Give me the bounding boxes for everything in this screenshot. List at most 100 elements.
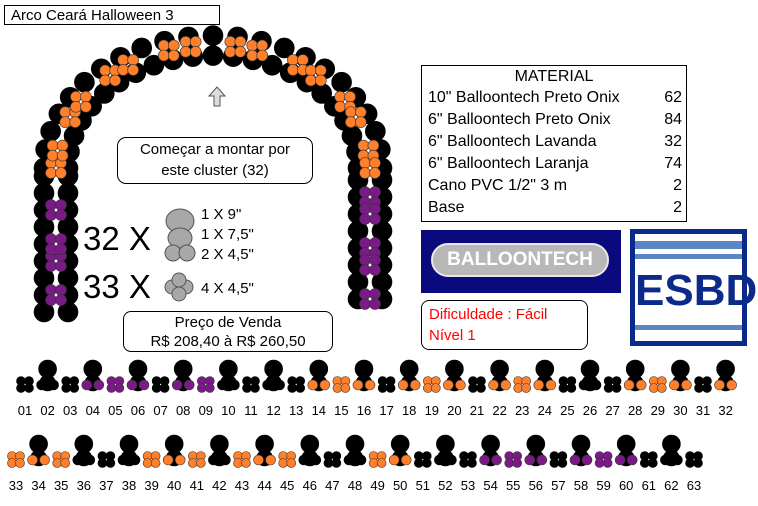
sequence-balloon (183, 379, 195, 391)
accent-balloon (369, 167, 381, 179)
sequence-balloon (72, 454, 84, 466)
sequence-balloon (648, 383, 659, 393)
sequence-label: 46 (302, 478, 318, 493)
sequence-balloon (602, 458, 613, 468)
accent-balloon (359, 157, 371, 169)
sequence-label: 16 (356, 403, 372, 418)
accent-balloon (345, 116, 357, 128)
sequence-label: 27 (605, 403, 620, 418)
esbd-logo-text: ESBD (635, 266, 758, 315)
accent-balloon (246, 49, 259, 62)
sequence-label: 02 (40, 403, 55, 418)
sequence-label: 19 (424, 403, 440, 418)
accent-balloon (45, 233, 57, 245)
sequence-balloon (97, 458, 108, 468)
accent-balloon (355, 106, 367, 118)
accent-balloon (46, 139, 59, 152)
sequence-balloon (685, 458, 695, 468)
material-qty: 2 (673, 177, 682, 194)
accent-balloon (234, 45, 247, 58)
sequence-balloon (533, 379, 545, 391)
sequence-balloon (242, 383, 252, 393)
sequence-label: 12 (266, 403, 281, 418)
sequence-balloon (174, 454, 186, 466)
material-name: Cano PVC 1/2" 3 m (428, 177, 568, 194)
sequence-balloon (611, 383, 622, 393)
sequence-balloon (250, 383, 260, 393)
sequence-label: 20 (447, 403, 462, 418)
sequence-label: 04 (85, 403, 101, 418)
sequence-balloon (114, 383, 125, 393)
sequence-balloon (171, 379, 183, 391)
sequence-balloon (467, 458, 477, 468)
sequence-label: 13 (288, 403, 304, 418)
sequence-label: 03 (62, 403, 78, 418)
sequence-balloon (488, 379, 499, 391)
sequence-balloon (581, 454, 593, 466)
sequence-balloon (385, 383, 396, 393)
sequence-balloon (52, 458, 63, 468)
accent-balloon (70, 90, 82, 103)
sequence-balloon (726, 379, 737, 391)
accent-balloon (69, 116, 81, 128)
sequence-balloon (307, 379, 319, 391)
sequence-label: 31 (695, 403, 711, 418)
accent-balloon (359, 264, 371, 276)
sequence-balloon (105, 458, 116, 468)
sequence-balloon (545, 379, 557, 391)
sequence-label: 34 (31, 478, 46, 493)
sequence-balloon (421, 458, 432, 468)
accent-balloon (359, 298, 371, 310)
sequence-balloon (323, 458, 334, 468)
sequence-balloon (388, 454, 400, 466)
accent-balloon (56, 149, 69, 162)
sequence-balloon (459, 458, 469, 468)
arch-balloon (273, 37, 295, 59)
accent-balloon (369, 213, 381, 225)
accent-balloon (297, 54, 309, 66)
sequence-balloon (84, 454, 96, 466)
sequence-label: 48 (347, 478, 363, 493)
sequence-balloon (521, 383, 532, 393)
arch-balloon (202, 25, 224, 46)
sequence-balloon (24, 383, 34, 393)
sequence-balloon (566, 383, 577, 393)
balloontech-logo-text: BALLOONTECH (447, 249, 593, 270)
sequence-label: 58 (573, 478, 589, 493)
accent-balloon (369, 264, 381, 276)
accent-balloon (359, 288, 371, 300)
sequence-label: 63 (686, 478, 702, 493)
page-title: Arco Ceará Halloween 3 (4, 5, 220, 25)
sequence-balloon (7, 458, 17, 468)
sequence-label: 30 (673, 403, 688, 418)
sequence-balloon (220, 454, 231, 466)
accent-balloon (369, 157, 381, 169)
accent-balloon (359, 167, 371, 179)
accent-balloon (315, 74, 327, 87)
price-box: Preço de Venda R$ 208,40 à R$ 260,50 (123, 311, 333, 352)
sequence-balloon (27, 454, 38, 466)
sequence-label: 52 (438, 478, 453, 493)
sequence-balloon (714, 379, 725, 391)
sequence-label: 42 (212, 478, 227, 493)
accent-balloon (56, 139, 69, 152)
accent-balloon (234, 35, 247, 48)
material-qty: 74 (664, 155, 682, 172)
sequence-label: 39 (144, 478, 159, 493)
sequence-balloon (233, 458, 243, 468)
sequence-balloon (196, 458, 206, 468)
sequence-balloon (16, 383, 26, 393)
accent-balloon (224, 45, 237, 58)
material-name: 6" Balloontech Preto Onix (428, 111, 611, 128)
sequence-balloon (36, 379, 47, 391)
sequence-label: 37 (99, 478, 114, 493)
accent-balloon (45, 294, 57, 306)
sequence-label: 38 (121, 478, 137, 493)
accent-balloon (369, 186, 381, 198)
sequence-label: 10 (221, 403, 236, 418)
sequence-balloon (476, 383, 486, 393)
accent-balloon (315, 64, 327, 77)
accent-balloon (55, 260, 67, 272)
